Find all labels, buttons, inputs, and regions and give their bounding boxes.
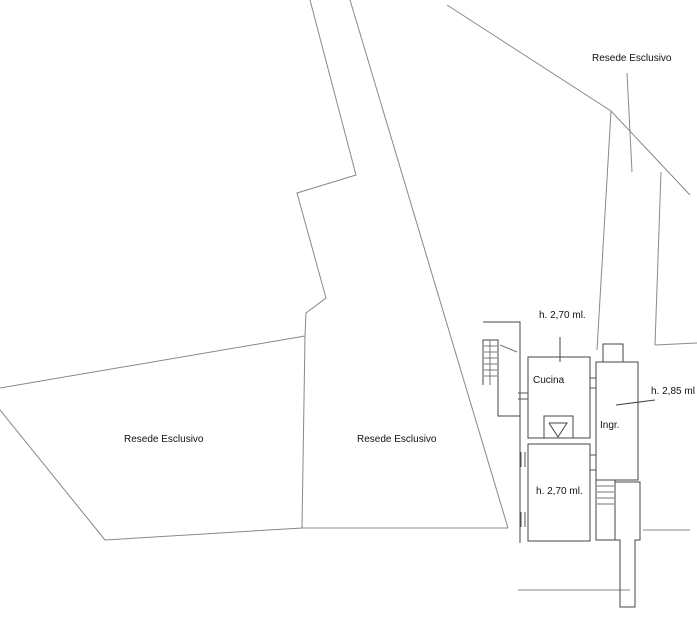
right-lot-line-3	[626, 72, 633, 173]
label-entrance: Ingr.	[600, 420, 620, 431]
inner-stair	[595, 480, 616, 541]
top-right-boundary	[446, 4, 691, 196]
right-lot-line-1	[596, 110, 612, 351]
label-kitchen: Cucina	[533, 375, 565, 386]
middle-lot-right-boundary	[349, 0, 509, 529]
corridor	[615, 481, 641, 608]
label-resede-middle: Resede Esclusivo	[357, 434, 437, 445]
chimney	[602, 343, 624, 363]
middle-lot-left-boundary	[296, 0, 357, 337]
right-lot-line-2	[654, 171, 662, 346]
label-height-kitchen: h. 2,70 ml.	[539, 310, 586, 321]
external-stair	[484, 340, 518, 385]
stair-wall	[482, 321, 521, 417]
label-resede-left: Resede Esclusivo	[124, 434, 204, 445]
kitchen-room	[527, 356, 591, 439]
lower-room	[527, 443, 591, 542]
building-walls	[482, 321, 656, 608]
inner-stair-steps	[597, 485, 614, 505]
label-resede-top-right: Resede Esclusivo	[592, 53, 672, 64]
windows-doors	[518, 377, 596, 527]
label-height-lower-room: h. 2,70 ml.	[536, 486, 583, 497]
entrance-height-leader	[615, 399, 656, 406]
fireplace-hood	[548, 422, 568, 438]
label-height-entrance: h. 2,85 ml	[651, 386, 695, 397]
lot-boundaries	[0, 0, 697, 591]
right-lot-line-4	[654, 342, 697, 346]
fireplace	[543, 415, 574, 438]
